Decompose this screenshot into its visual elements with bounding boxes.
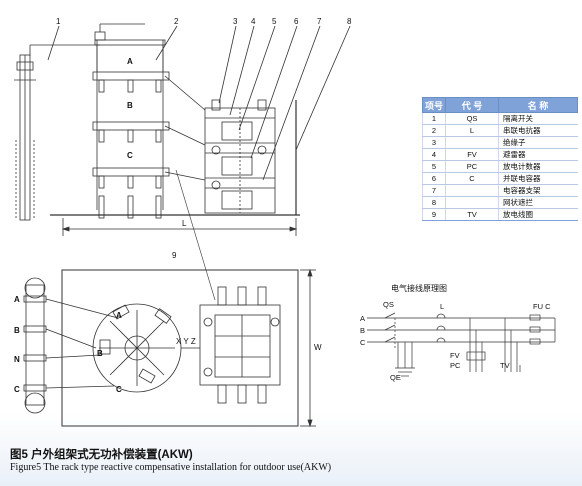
table-row: 8 网状遮拦 (422, 196, 578, 209)
wiring-phase-c: C (360, 338, 366, 347)
legend-name: 避雷器 (498, 148, 578, 161)
legend-no: 4 (422, 148, 446, 161)
legend-code: C (445, 172, 499, 185)
legend-no: 5 (422, 160, 446, 173)
wiring-l: L (440, 302, 444, 311)
callout-5: 5 (272, 17, 277, 26)
front-phase-a: A (127, 57, 133, 66)
front-phase-b: B (127, 101, 133, 110)
callout-numbers: 1 2 3 4 5 6 7 8 9 (56, 17, 352, 260)
wiring-qe: QE (390, 373, 401, 382)
callout-leaders (47, 25, 351, 181)
legend-code: PC (445, 160, 499, 173)
wiring-qs: QS (383, 300, 394, 309)
table-row: 7 电容器支架 (422, 184, 578, 197)
callout-6: 6 (294, 17, 299, 26)
figure-caption-en: Figure5 The rack type reactive compensat… (10, 462, 332, 473)
legend-code (445, 196, 499, 209)
wiring-pc: PC (450, 361, 461, 370)
legend-header-row: 项号 代 号 名 称 (422, 97, 578, 113)
legend-name: 并联电容器 (498, 172, 578, 185)
callout-2: 2 (174, 17, 179, 26)
plan-xyz: X Y Z (176, 337, 196, 346)
legend-header-name: 名 称 (498, 97, 578, 113)
legend-no: 9 (422, 208, 446, 221)
plan-side-n: N (14, 355, 20, 364)
legend-no: 6 (422, 172, 446, 185)
legend-no: 2 (422, 124, 446, 137)
legend-code: FV (445, 148, 499, 161)
plan-view (23, 169, 316, 428)
callout-7: 7 (317, 17, 322, 26)
legend-no: 8 (422, 196, 446, 209)
callout-3: 3 (233, 17, 238, 26)
legend-code (445, 184, 499, 197)
wiring-fv: FV (450, 351, 460, 360)
legend-code: TV (445, 208, 499, 221)
wiring-phase-b: B (360, 326, 365, 335)
legend-name: 串联电抗器 (498, 124, 578, 137)
legend-name: 电容器支架 (498, 184, 578, 197)
legend-code (445, 136, 499, 149)
table-row: 3 绝缘子 (422, 136, 578, 149)
plan-circle-a: A (116, 311, 122, 320)
legend-name: 隔离开关 (498, 112, 578, 125)
figure-caption-cn: 图5 户外组架式无功补偿装置(AKW) (10, 449, 193, 461)
legend-name: 网状遮拦 (498, 196, 578, 209)
plan-circle-c: C (116, 385, 122, 394)
front-phase-c: C (127, 151, 133, 160)
callout-8: 8 (347, 17, 352, 26)
wiring-fu-c: FU C (533, 302, 551, 311)
legend-name: 绝缘子 (498, 136, 578, 149)
legend-code: L (445, 124, 499, 137)
legend-no: 7 (422, 184, 446, 197)
legend-name: 放电线圈 (498, 208, 578, 221)
legend-no: 1 (422, 112, 446, 125)
callout-4: 4 (251, 17, 256, 26)
legend-header-no: 项号 (422, 97, 446, 113)
legend-code: QS (445, 112, 499, 125)
legend-name: 放电计数器 (498, 160, 578, 173)
wiring-diagram-title: 电气接线原理图 (391, 284, 447, 293)
callout-9: 9 (172, 251, 177, 260)
depth-dimension-label: W (314, 343, 322, 352)
wiring-diagram (367, 312, 556, 377)
width-dimension-label: L (182, 219, 187, 228)
wiring-tv: TV (500, 361, 510, 370)
plan-side-b: B (14, 326, 20, 335)
front-elevation (14, 23, 300, 236)
plan-circle-b: B (97, 349, 103, 358)
plan-side-a: A (14, 295, 20, 304)
legend-header-code: 代 号 (445, 97, 499, 113)
callout-1: 1 (56, 17, 61, 26)
wiring-phase-a: A (360, 314, 365, 323)
legend-no: 3 (422, 136, 446, 149)
plan-side-c: C (14, 385, 20, 394)
